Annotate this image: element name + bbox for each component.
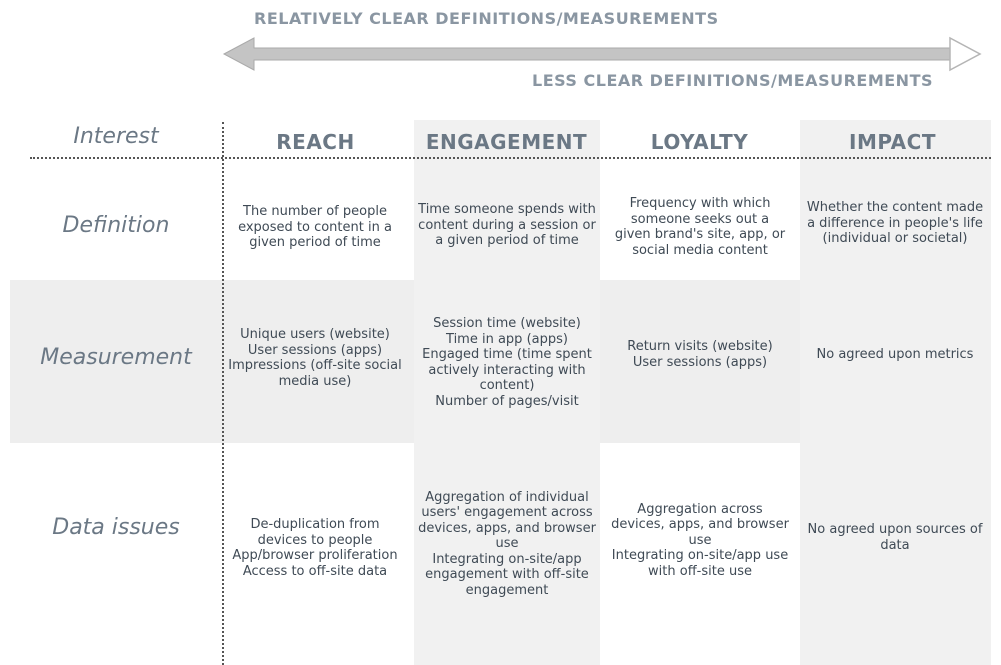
vertical-divider	[222, 122, 224, 665]
cell-item: The number of people exposed to content …	[238, 204, 392, 251]
engagement-column-shade	[414, 120, 600, 665]
cell-measurement-reach: Unique users (website)User sessions (app…	[226, 318, 404, 398]
cell-definition-impact: Whether the content made a difference in…	[806, 186, 984, 261]
cell-data-issues-engagement: Aggregation of individual users' engagem…	[418, 478, 596, 610]
cell-item: Integrating on-site/app engagement with …	[425, 551, 589, 598]
column-header-loyalty: LOYALTY	[650, 130, 749, 154]
cell-measurement-loyalty: Return visits (website)User sessions (ap…	[611, 332, 789, 377]
cell-measurement-impact: No agreed upon metrics	[806, 332, 984, 377]
arrow-top-label: RELATIVELY CLEAR DEFINITIONS/MEASUREMENT…	[254, 9, 719, 28]
cell-item: Frequency with which someone seeks out a…	[614, 196, 786, 258]
cell-item: Unique users (website)	[240, 327, 390, 342]
cell-item: Session time (website)	[433, 316, 581, 331]
cell-item: App/browser proliferation	[232, 548, 398, 563]
row-label-definition: Definition	[62, 213, 170, 238]
cell-item: No agreed upon sources of data	[807, 522, 983, 553]
cell-item: Aggregation across devices, apps, and br…	[611, 501, 789, 548]
column-header-impact: IMPACT	[849, 130, 936, 154]
cell-item: User sessions (apps)	[632, 354, 768, 370]
cell-definition-loyalty: Frequency with which someone seeks out a…	[611, 187, 789, 267]
cell-item: Engaged time (time spent actively intera…	[422, 347, 592, 393]
impact-column-shade	[800, 120, 991, 665]
row-label-data-issues: Data issues	[52, 515, 180, 540]
horizontal-divider	[30, 157, 991, 159]
cell-item: Aggregation of individual users' engagem…	[418, 489, 596, 552]
cell-item: De-duplication from devices to people	[250, 517, 380, 548]
cell-item: Number of pages/visit	[435, 393, 579, 409]
cell-item: Time someone spends with content during …	[418, 202, 596, 249]
cell-item: Whether the content made a difference in…	[806, 200, 984, 247]
row-label-measurement: Measurement	[40, 345, 192, 370]
cell-item: Impressions (off-site social media use)	[228, 358, 402, 389]
cell-item: Access to off-site data	[242, 563, 388, 579]
cell-item: Return visits (website)	[627, 339, 773, 354]
column-header-reach: REACH	[276, 130, 355, 154]
header-corner-label: Interest	[73, 124, 159, 149]
cell-measurement-engagement: Session time (website)Time in app (apps)…	[418, 305, 596, 420]
column-header-engagement: ENGAGEMENT	[425, 130, 588, 154]
cell-item: User sessions (apps)	[247, 342, 383, 358]
cell-item: Integrating on-site/app use with off-sit…	[611, 548, 789, 579]
cell-data-issues-impact: No agreed upon sources of data	[806, 515, 984, 560]
double-headed-arrow	[222, 36, 982, 72]
arrow-bottom-label: LESS CLEAR DEFINITIONS/MEASUREMENTS	[532, 71, 934, 90]
cell-item: Time in app (apps)	[446, 331, 568, 347]
cell-item: No agreed upon metrics	[816, 346, 974, 362]
cell-data-issues-loyalty: Aggregation across devices, apps, and br…	[611, 498, 789, 583]
cell-definition-reach: The number of people exposed to content …	[226, 190, 404, 265]
cell-definition-engagement: Time someone spends with content during …	[418, 188, 596, 263]
